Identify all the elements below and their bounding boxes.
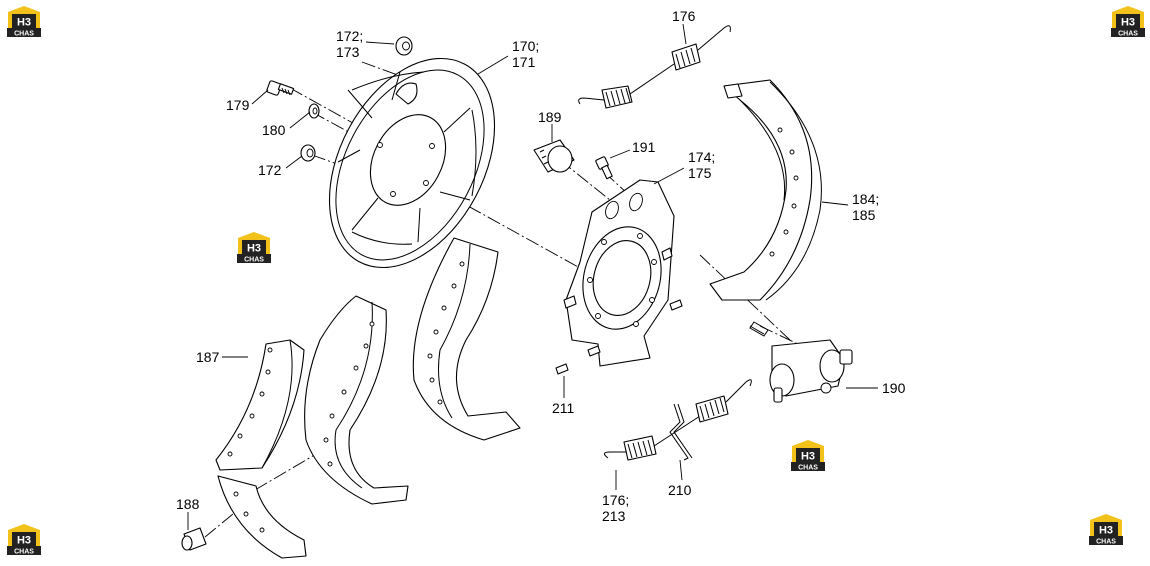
svg-text:CHAS: CHAS: [798, 465, 818, 472]
svg-text:H3: H3: [247, 243, 261, 255]
bolt-179: [266, 80, 295, 96]
svg-text:H3: H3: [17, 17, 31, 29]
leader-lines: [187, 23, 878, 530]
label-176-213: 176; 213: [602, 492, 633, 524]
brand-logo-top-left: H3 CHAS: [7, 6, 41, 38]
label-187: 187: [196, 349, 220, 365]
label-180: 180: [262, 122, 286, 138]
brand-logo-bottom-left: H3 CHAS: [7, 524, 41, 556]
brand-logo-mid-left: H3 CHAS: [237, 232, 271, 264]
svg-text:CHAS: CHAS: [14, 549, 34, 556]
svg-text:CHAS: CHAS: [1118, 31, 1138, 38]
label-188: 188: [176, 496, 200, 512]
label-211: 211: [552, 400, 575, 416]
brake-shoe-center: [412, 237, 521, 441]
svg-text:H3: H3: [801, 451, 815, 463]
brake-shoe-184-185: [709, 79, 822, 301]
bolt-191: [595, 156, 613, 180]
washer-180: [308, 103, 320, 119]
brand-logo-bottom-right: H3 CHAS: [1089, 514, 1123, 546]
label-184-185: 184; 185: [852, 191, 883, 223]
brand-logo-mid-right: H3 CHAS: [791, 440, 825, 472]
dust-shield-170-171: [328, 57, 496, 269]
svg-text:CHAS: CHAS: [244, 257, 264, 264]
svg-text:H3: H3: [17, 535, 31, 547]
svg-text:H3: H3: [1099, 525, 1113, 537]
label-189: 189: [538, 109, 562, 125]
brake-shoe-middle: [304, 295, 409, 505]
assembly-center-lines: [204, 61, 801, 538]
brake-carrier-174-175: [563, 179, 675, 367]
svg-text:CHAS: CHAS: [1096, 539, 1116, 546]
label-172: 172: [258, 162, 282, 178]
svg-text:CHAS: CHAS: [14, 31, 34, 38]
label-174-175: 174; 175: [688, 149, 719, 181]
bushing-172-173: [395, 36, 413, 56]
label-172-173: 172; 173: [336, 28, 367, 60]
label-210: 210: [668, 482, 692, 498]
brand-logo-top-right: H3 CHAS: [1111, 6, 1145, 38]
brake-lining-187: [215, 339, 305, 471]
rivet-188: [181, 527, 207, 551]
spring-clip-210: [669, 403, 693, 461]
bushing-172: [300, 144, 316, 162]
label-179: 179: [226, 97, 250, 113]
brake-shoe-lower: [217, 475, 307, 559]
pin-211: [555, 299, 683, 375]
label-170-171: 170; 171: [512, 38, 543, 70]
return-spring-176-top: [578, 25, 731, 109]
wheel-cylinder-190: [749, 321, 853, 403]
adjuster-189: [533, 139, 575, 173]
svg-text:H3: H3: [1121, 17, 1135, 29]
label-176-top: 176: [672, 8, 696, 24]
return-spring-176-213: [604, 379, 752, 461]
label-190: 190: [882, 380, 906, 396]
label-191: 191: [632, 139, 656, 155]
